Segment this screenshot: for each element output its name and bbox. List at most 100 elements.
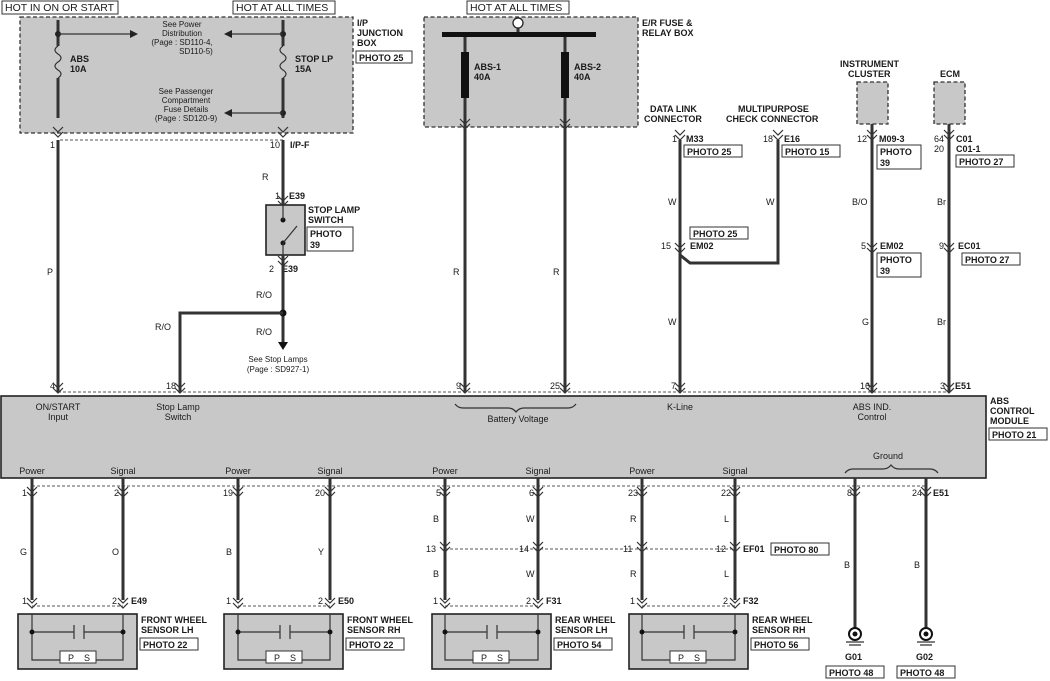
fuse-abs-label: ABS [70, 54, 89, 64]
module-bottom-label: Signal [525, 466, 550, 476]
pin-number: 8 [847, 488, 852, 498]
module-bottom-label: Power [19, 466, 45, 476]
module-bottom-label: Power [225, 466, 251, 476]
splice-dot [732, 629, 738, 635]
note-power-line: SD110-5) [179, 47, 213, 56]
connector-chevron-icon [277, 126, 289, 138]
stop-switch-photo: PHOTO [310, 229, 342, 239]
module-title: MODULE [990, 416, 1029, 426]
pin-number: 12 [857, 134, 867, 144]
sensor-photo: PHOTO 54 [557, 640, 601, 650]
ground-photo: PHOTO 48 [829, 668, 873, 678]
em02-b-photo-num: 39 [880, 266, 890, 276]
wire-kline-multipurpose [679, 140, 780, 265]
wire-color: R [630, 514, 637, 524]
photo-label-box [750, 637, 810, 651]
connector-chevron-icon [943, 242, 955, 254]
header-tag-box [466, 0, 570, 15]
sensor-photo: PHOTO 22 [349, 640, 393, 650]
instrument-title: INSTRUMENT [840, 59, 899, 69]
pin-number: 6 [529, 488, 534, 498]
connector-chevron-icon [920, 486, 932, 498]
ground-symbol-icon [846, 641, 864, 646]
wire-color: P [47, 267, 53, 277]
sensor-coil-symbol [31, 614, 124, 661]
sensor-name: SENSOR RH [347, 625, 401, 635]
ground-name: G01 [845, 652, 862, 662]
arrow-head-icon [224, 109, 232, 117]
pin-number: 1 [50, 140, 55, 150]
photo-label-box [781, 144, 841, 158]
connector-chevron-icon [324, 597, 336, 609]
wire-color: Y [318, 547, 324, 557]
sensor-name: SENSOR LH [141, 625, 194, 635]
connector-chevron-icon [26, 597, 38, 609]
data-link-photo: PHOTO 25 [687, 147, 731, 157]
note-passenger-line: (Page : SD120-9) [155, 114, 218, 123]
connector-id: E49 [131, 596, 147, 606]
ground-terminal-icon [923, 631, 929, 637]
ecm-title: ECM [940, 69, 960, 79]
pin-number: 2 [526, 596, 531, 606]
photo-label-box [683, 144, 743, 158]
connector-id: E39 [282, 264, 298, 274]
stop-switch-title: STOP LAMP [308, 205, 360, 215]
note-power-line: See Power [162, 20, 201, 29]
connector-chevron-icon [277, 255, 289, 267]
pin-number: 4 [50, 381, 55, 391]
connector-chevron-icon [459, 382, 471, 394]
ip-box-title-line: JUNCTION [357, 28, 403, 38]
module-port-label: ON/START [36, 402, 81, 412]
note-stop-lamps: (Page : SD927-1) [247, 365, 310, 374]
module-title: ABS [990, 396, 1009, 406]
sensor-photo: PHOTO 56 [754, 640, 798, 650]
header-tag-box [1, 0, 119, 15]
wire-color: W [526, 514, 535, 524]
splice-dot [535, 629, 541, 635]
module-photo: PHOTO 21 [992, 430, 1036, 440]
wire-color: R [262, 172, 269, 182]
photo-label-box [876, 252, 922, 278]
instrument-title: CLUSTER [848, 69, 891, 79]
pin-number: 2 [318, 596, 323, 606]
ground-name: G02 [916, 652, 933, 662]
module-bottom-label: Signal [722, 466, 747, 476]
fuse-abs1-symbol [461, 52, 469, 98]
er-box-title-line: E/R FUSE & [642, 18, 693, 28]
splice-dot [639, 629, 645, 635]
fuse-abs2-symbol [561, 52, 569, 98]
arrow-head-icon [278, 342, 288, 350]
connector-chevron-icon [52, 126, 64, 138]
pin-number: 10 [270, 140, 280, 150]
connector-chevron-icon [532, 597, 544, 609]
pin-number: 25 [550, 381, 560, 391]
sensor-ps-label: P [68, 653, 74, 663]
connector-id: F32 [743, 596, 759, 606]
ground-photo: PHOTO 48 [900, 668, 944, 678]
pin-number: 2 [723, 596, 728, 606]
connector-id: EM02 [880, 241, 904, 251]
note-passenger-line: See Passenger [159, 87, 214, 96]
wire-color: W [766, 197, 775, 207]
pin-number: 12 [716, 544, 726, 554]
wire-color: W [668, 317, 677, 327]
splice-dot [120, 629, 126, 635]
connector-id: F31 [546, 596, 562, 606]
connector-chevron-icon [26, 486, 38, 498]
connector-chevron-icon [943, 382, 955, 394]
pin-number: 1 [433, 596, 438, 606]
connector-id: EC01 [958, 241, 981, 251]
photo-label-box [876, 144, 922, 170]
wire-color: B [844, 560, 850, 570]
module-port-label: ABS IND. [853, 402, 892, 412]
wire-color: R [453, 267, 460, 277]
battery-voltage-brace [454, 403, 577, 413]
busbar [442, 32, 596, 37]
connector-id: C01-1 [956, 144, 981, 154]
connector-chevron-icon [636, 486, 648, 498]
connector-chevron-icon [439, 541, 451, 553]
pin-number: 23 [628, 488, 638, 498]
stop-lamp-switch-box [265, 204, 306, 256]
module-port-label: K-Line [667, 402, 693, 412]
